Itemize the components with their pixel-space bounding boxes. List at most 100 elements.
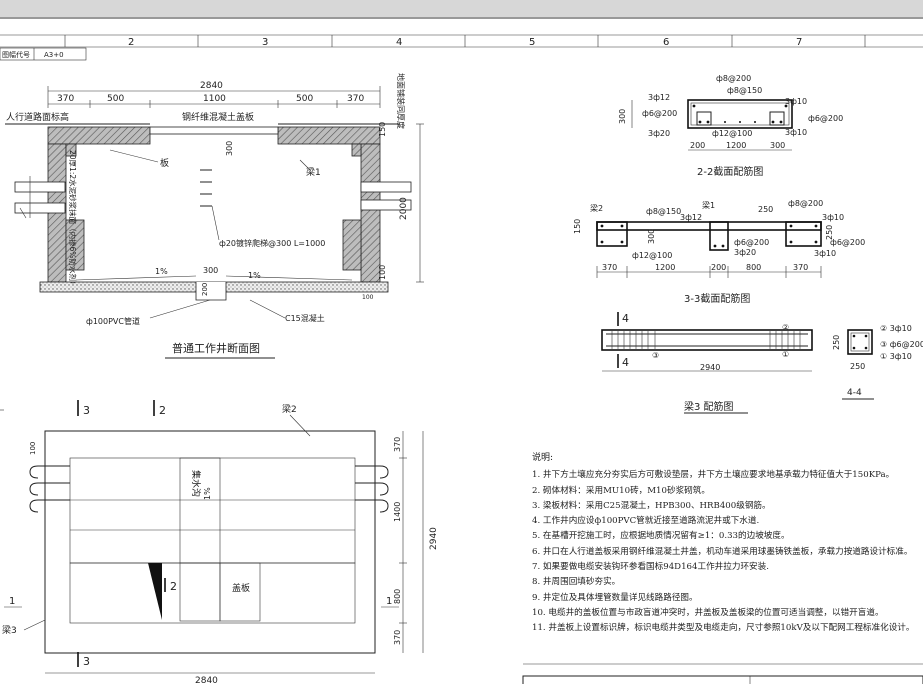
ss33-dim-300: 300	[647, 229, 656, 244]
sidewalk-level-label: 人行道路面标高	[6, 111, 69, 123]
section-3-3-title: 3-3截面配筋图	[684, 292, 750, 305]
beam1-label: 梁1	[306, 166, 321, 178]
c15-concrete-label: C15混凝土	[285, 313, 325, 323]
dim-2000: 2000	[399, 197, 409, 220]
dim-150: 150	[378, 122, 387, 137]
plan-dim-1400: 1400	[393, 502, 402, 522]
ss22-label-d: ф6@200	[642, 109, 677, 118]
ss22-label-h: ф12@100	[712, 129, 752, 138]
ss22-label-a: ф8@200	[716, 74, 751, 83]
plan-cut-3-top: 3	[83, 404, 90, 417]
plan-dim-800: 800	[393, 589, 402, 604]
ss33-dim-150: 150	[573, 219, 582, 234]
general-notes: 说明: 1. 井下方土壤应充分夯实后方可敷设垫层，井下方土壤应要求地基承载力特征…	[532, 451, 920, 637]
note-item: 9. 井定位及具体埋管数量详见线路路径图。	[532, 592, 698, 603]
plan-cover-label: 盖板	[232, 582, 250, 594]
note-item: 4. 工作井内应设ф100PVC管就近接至道路流泥井或下水道.	[532, 516, 760, 527]
beam3-marker-1: ①	[782, 350, 789, 359]
ss33-label-beam2: 梁2	[590, 204, 603, 213]
ladder-label: ф20镀锌爬梯@300 L=1000	[219, 238, 325, 248]
ss33-label-beam1: 梁1	[702, 201, 715, 210]
section-view-title: 普通工作井断面图	[172, 341, 260, 355]
ss22-label-b: ф8@150	[727, 86, 762, 95]
ground-paving-label: 地面铺装同厚度	[396, 73, 406, 129]
sec44-dim-vertical: 250	[832, 335, 841, 350]
dim-100-bottom: 100	[362, 294, 374, 301]
dim-300: 300	[225, 141, 234, 156]
slab-label: 板	[160, 157, 169, 169]
ss22-dim-200: 200	[690, 141, 705, 150]
beam3-title: 梁3 配筋图	[684, 400, 734, 413]
note-item: 11. 井盖板上设置标识牌，标识电缆井类型及电缆走向，尺寸参照10kV及以下配网…	[532, 623, 915, 634]
sec44-title: 4-4	[847, 388, 862, 398]
sheet-code-value: A3+0	[44, 51, 64, 59]
grid-num-3: 3	[262, 37, 268, 48]
plan-cut-2-mid: 2	[170, 580, 177, 593]
beam3-cut-bottom: 4	[622, 356, 629, 369]
notes-title: 说明:	[532, 453, 554, 463]
note-item: 7. 如果要做电缆安装钩环参看国标94D164工作井拉力环安装.	[532, 562, 769, 573]
ss33-label-c: 3ф12	[680, 213, 702, 222]
dim-1100: 1100	[203, 94, 226, 104]
note-item: 3. 梁板材料：采用C25混凝土，HPB300、HRB400级钢筋。	[532, 500, 771, 511]
grid-num-5: 5	[529, 37, 535, 48]
ss22-label-e: 3ф10	[785, 97, 807, 106]
ss33-label-b: ф8@150	[646, 207, 681, 216]
dim-370-left: 370	[57, 94, 74, 104]
plan-dim-100: 100	[29, 442, 37, 455]
plan-view: 3 2 2 3 梁2 梁3 盖板 集水沟 1% 100 370 1400 800…	[2, 400, 439, 684]
beam3-marker-2: ②	[782, 323, 789, 332]
plan-dim-2840: 2840	[195, 676, 218, 684]
sec44-dim-horizontal: 250	[850, 362, 865, 371]
ss22-label-g: 3ф20	[648, 129, 670, 138]
plan-cut-2-top: 2	[159, 404, 166, 417]
ss33-dim-370a: 370	[602, 263, 617, 272]
dim-100-right: 100	[378, 265, 387, 280]
section-2-2-title: 2-2截面配筋图	[697, 165, 763, 178]
dim-500-left: 500	[107, 94, 124, 104]
ss33-dim-370b: 370	[793, 263, 808, 272]
beam3-detail: 4 4 ② ③ ① 2940 梁3 配筋图 250 250 ② 3ф10 ③ ф…	[601, 312, 923, 414]
ss33-dim-250: 250	[825, 225, 834, 240]
section-3-3: 梁2 ф8@150 3ф12 梁1 250 ф8@200 3ф10 ф6@200…	[573, 199, 865, 305]
sec44-label-3: ③ ф6@200	[880, 340, 923, 349]
plan-sump-label: 集水沟	[190, 470, 202, 497]
sec44-label-1: ① 3ф10	[880, 352, 912, 361]
dim-300-sump: 300	[203, 266, 218, 275]
note-item: 2. 砌体材料：采用MU10砖，M10砂浆砌筑。	[532, 485, 710, 496]
ss22-dim-300b: 300	[770, 141, 785, 150]
scan-top-band	[0, 0, 923, 18]
ss33-label-l: 3ф10	[814, 249, 836, 258]
note-item: 6. 井口在人行道盖板采用钢纤维混凝土井盖，机动车道采用球墨铸铁盖板，承载力按道…	[532, 546, 913, 557]
section-view: 2840 370 500 1100 500 370 人行道路面标高 钢纤维混凝土…	[5, 73, 424, 359]
dim-500-right: 500	[296, 94, 313, 104]
ss33-dim-200: 200	[711, 263, 726, 272]
grid-num-6: 6	[663, 37, 669, 48]
plan-cut-3-bottom: 3	[83, 655, 90, 668]
beam3-cut-top: 4	[622, 312, 629, 325]
slope-left: 1%	[155, 267, 168, 276]
note-item: 8. 井周围回填砂夯实。	[532, 577, 621, 588]
dim-2840: 2840	[200, 81, 223, 91]
ss22-dim-300: 300	[618, 109, 627, 124]
sheet-code-label: 图幅代号	[2, 50, 30, 59]
grid-num-2: 2	[128, 37, 134, 48]
plan-dim-370b: 370	[393, 630, 402, 645]
ss33-dim-800: 800	[746, 263, 761, 272]
ss22-label-c: 3ф12	[648, 93, 670, 102]
ss33-dim-1200: 1200	[655, 263, 675, 272]
ss22-label-f: ф6@200	[808, 114, 843, 123]
dim-200-sump: 200	[201, 283, 209, 296]
ss33-label-h: ф6@200	[734, 238, 769, 247]
section-2-2: ф8@200 ф8@150 3ф12 ф6@200 3ф10 ф6@200 3ф…	[618, 74, 843, 178]
plan-mark-left: 1	[9, 596, 15, 607]
plan-dim-370a: 370	[393, 437, 402, 452]
plan-beam3-label: 梁3	[2, 624, 17, 636]
ss22-dim-1200: 1200	[726, 141, 746, 150]
pvc-pipe-label: ф100PVC管道	[86, 316, 140, 326]
ss33-label-f: ф8@200	[788, 199, 823, 208]
note-item: 10. 电缆井的盖板位置与市政盲道冲突时，井盖板及盖板梁的位置可适当调整，以错开…	[532, 607, 884, 618]
ss33-label-j: ф12@100	[632, 251, 672, 260]
